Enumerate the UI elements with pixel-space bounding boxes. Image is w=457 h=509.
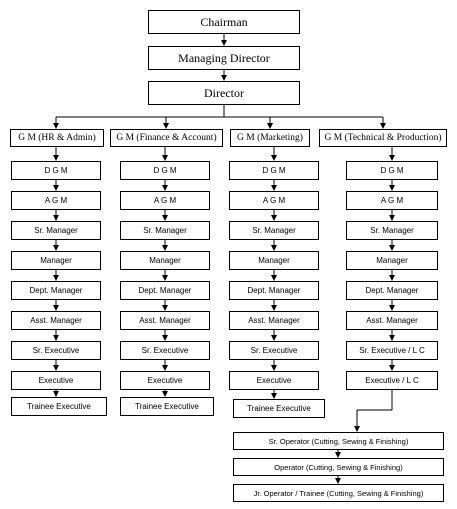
col1-dept-manager-box: Dept. Manager [11, 281, 101, 300]
director-box: Director [148, 81, 300, 105]
col1-asst-manager-box: Asst. Manager [11, 311, 101, 330]
col3-asst-manager-box: Asst. Manager [229, 311, 319, 330]
gm-technical-production-box: G M (Technical & Production) [319, 129, 447, 147]
col3-dept-manager-box: Dept. Manager [229, 281, 319, 300]
col1-sr-manager-box: Sr. Manager [11, 221, 101, 240]
col2-manager-box: Manager [120, 251, 210, 270]
col3-agm-box: A G M [229, 191, 319, 210]
col2-trainee-executive-box: Trainee Executive [120, 397, 214, 416]
col1-agm-box: A G M [11, 191, 101, 210]
col2-dgm-box: D G M [120, 161, 210, 180]
col2-asst-manager-box: Asst. Manager [120, 311, 210, 330]
col3-trainee-executive-box: Trainee Executive [233, 399, 325, 418]
col4-asst-manager-box: Asst. Manager [346, 311, 438, 330]
col3-executive-box: Executive [229, 371, 319, 390]
gm-hr-admin-box: G M (HR & Admin) [10, 129, 104, 147]
sr-operator-box: Sr. Operator (Cutting, Sewing & Finishin… [233, 432, 444, 450]
col4-sr-executive-lc-box: Sr. Executive / L C [346, 341, 438, 360]
operator-box: Operator (Cutting, Sewing & Finishing) [233, 458, 444, 476]
gm-finance-account-box: G M (Finance & Account) [110, 129, 223, 147]
col4-sr-manager-box: Sr. Manager [346, 221, 438, 240]
gm-marketing-box: G M (Marketing) [230, 129, 310, 147]
jr-operator-trainee-box: Jr. Operator / Trainee (Cutting, Sewing … [233, 484, 444, 502]
col2-sr-executive-box: Sr. Executive [120, 341, 210, 360]
col4-agm-box: A G M [346, 191, 438, 210]
col1-executive-box: Executive [11, 371, 101, 390]
col4-executive-lc-box: Executive / L C [346, 371, 438, 390]
col2-agm-box: A G M [120, 191, 210, 210]
col4-dept-manager-box: Dept. Manager [346, 281, 438, 300]
col2-dept-manager-box: Dept. Manager [120, 281, 210, 300]
col3-dgm-box: D G M [229, 161, 319, 180]
col1-manager-box: Manager [11, 251, 101, 270]
col4-dgm-box: D G M [346, 161, 438, 180]
col3-sr-manager-box: Sr. Manager [229, 221, 319, 240]
col1-trainee-executive-box: Trainee Executive [11, 397, 107, 416]
col1-dgm-box: D G M [11, 161, 101, 180]
col3-sr-executive-box: Sr. Executive [229, 341, 319, 360]
col2-sr-manager-box: Sr. Manager [120, 221, 210, 240]
col1-sr-executive-box: Sr. Executive [11, 341, 101, 360]
col2-executive-box: Executive [120, 371, 210, 390]
chairman-box: Chairman [148, 10, 300, 34]
managing-director-box: Managing Director [148, 46, 300, 70]
col3-manager-box: Manager [229, 251, 319, 270]
col4-manager-box: Manager [346, 251, 438, 270]
